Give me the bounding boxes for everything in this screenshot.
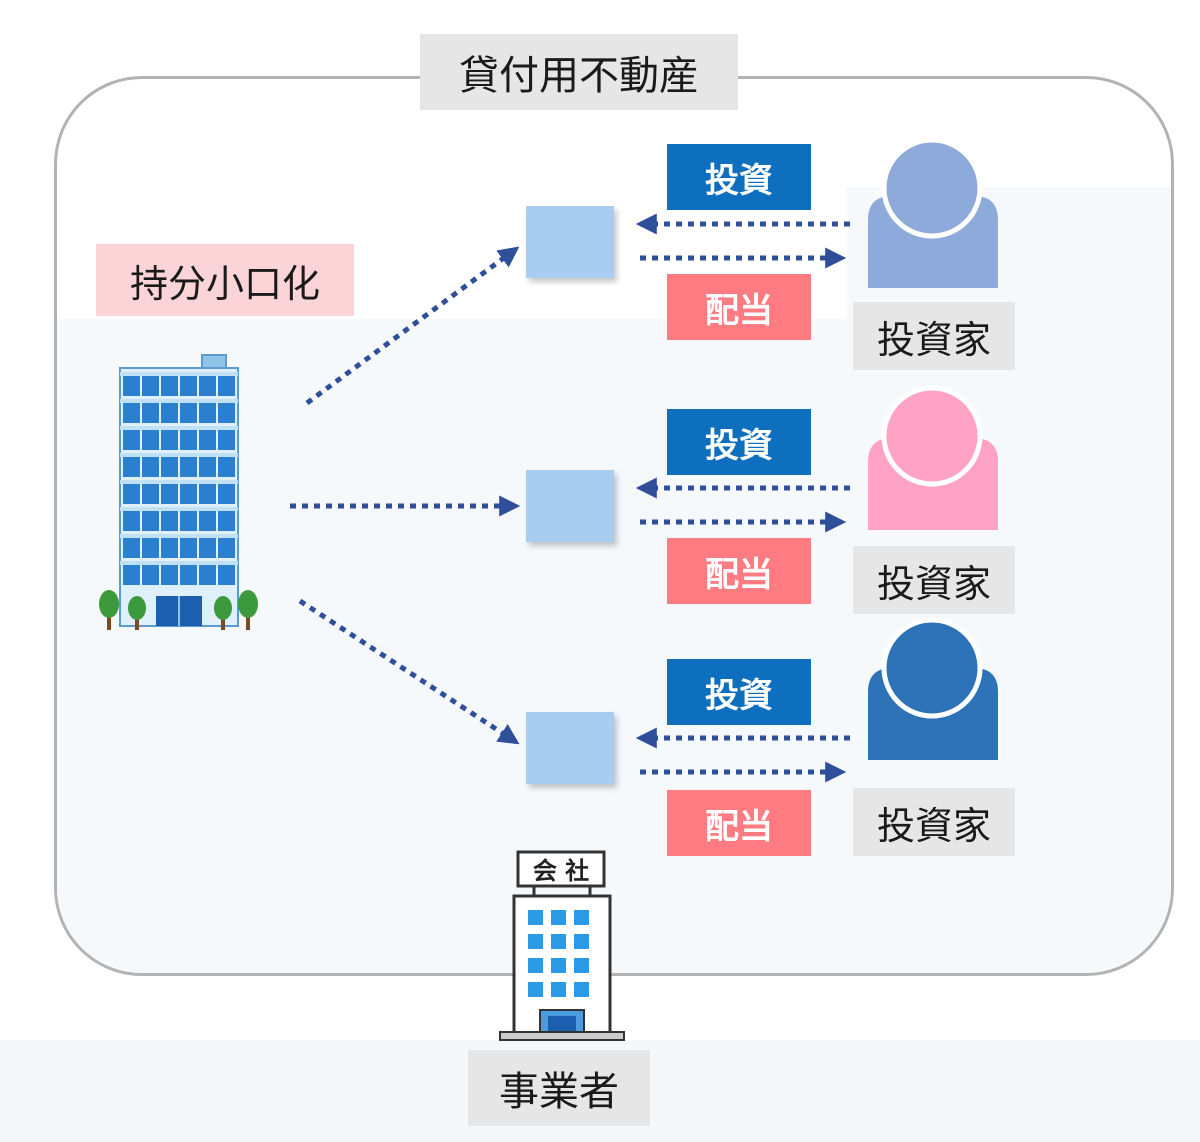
- building-window: [142, 484, 159, 504]
- rental-building-icon: [99, 354, 258, 630]
- building-window: [161, 511, 178, 531]
- building-window: [161, 430, 178, 450]
- building-window: [199, 457, 216, 477]
- building-window: [123, 538, 140, 558]
- company-window: [528, 982, 543, 997]
- building-window: [123, 376, 140, 396]
- tree-icons: [99, 590, 258, 630]
- share-box-1: [526, 206, 614, 278]
- investor-icon-3: [868, 617, 998, 760]
- building-window: [180, 430, 197, 450]
- company-window: [551, 982, 566, 997]
- fraction-label: 持分小口化: [96, 244, 354, 316]
- building-window: [218, 403, 235, 423]
- building-window: [199, 511, 216, 531]
- company-building-icon: 会 社: [499, 850, 625, 1041]
- building-window: [161, 403, 178, 423]
- building-window: [199, 565, 216, 585]
- building-window: [180, 403, 197, 423]
- investor-label-3: 投資家: [853, 788, 1015, 856]
- dividend-label-3: 配当: [667, 790, 811, 856]
- building-window: [161, 565, 178, 585]
- dividend-label-1: 配当: [667, 274, 811, 340]
- building-window: [180, 511, 197, 531]
- invest-label-3: 投資: [667, 659, 811, 725]
- share-boxes: [526, 206, 614, 784]
- building-window: [199, 403, 216, 423]
- dividend-label-2: 配当: [667, 538, 811, 604]
- building-window: [142, 565, 159, 585]
- investor-icon-1: [868, 137, 998, 288]
- building-window: [218, 538, 235, 558]
- building-window: [161, 538, 178, 558]
- invest-label-2: 投資: [667, 409, 811, 475]
- company-window: [528, 910, 543, 925]
- building-window: [161, 484, 178, 504]
- company-window: [528, 958, 543, 973]
- building-window: [180, 538, 197, 558]
- frame-tint: [57, 319, 1171, 973]
- building-window: [180, 457, 197, 477]
- building-window: [123, 565, 140, 585]
- share-box-3: [526, 712, 614, 784]
- company-window: [551, 934, 566, 949]
- fraction-arrow-top: [305, 246, 520, 406]
- building-window: [218, 457, 235, 477]
- building-window: [142, 403, 159, 423]
- company-sign-text: 会 社: [533, 857, 589, 885]
- building-window: [123, 457, 140, 477]
- building-window: [218, 376, 235, 396]
- operator-label: 事業者: [468, 1050, 650, 1126]
- company-window: [528, 934, 543, 949]
- company-window: [574, 910, 589, 925]
- building-window: [161, 376, 178, 396]
- building-window: [199, 538, 216, 558]
- building-window: [180, 484, 197, 504]
- building-window: [218, 565, 235, 585]
- company-window: [574, 982, 589, 997]
- building-window: [142, 511, 159, 531]
- company-window: [551, 958, 566, 973]
- building-window: [218, 511, 235, 531]
- building-window: [142, 538, 159, 558]
- company-window: [574, 958, 589, 973]
- building-window: [142, 430, 159, 450]
- building-window: [123, 511, 140, 531]
- building-window: [199, 484, 216, 504]
- share-box-2: [526, 470, 614, 542]
- building-window: [123, 403, 140, 423]
- rental-property-title: 貸付用不動産: [420, 34, 738, 110]
- company-windows: [528, 910, 589, 997]
- fraction-arrow-bottom: [298, 598, 520, 745]
- building-window: [180, 565, 197, 585]
- investor-icon-2: [868, 385, 998, 530]
- building-window: [123, 430, 140, 450]
- building-window: [142, 376, 159, 396]
- building-window: [218, 484, 235, 504]
- building-window: [199, 430, 216, 450]
- building-window: [142, 457, 159, 477]
- company-window: [551, 910, 566, 925]
- company-window: [574, 934, 589, 949]
- building-window: [199, 376, 216, 396]
- building-window: [180, 376, 197, 396]
- investor-label-2: 投資家: [853, 546, 1015, 614]
- building-window: [218, 430, 235, 450]
- invest-label-1: 投資: [667, 144, 811, 210]
- flow-arrows: [635, 213, 850, 783]
- fraction-arrows: [290, 246, 521, 745]
- building-window: [123, 484, 140, 504]
- investor-label-1: 投資家: [853, 302, 1015, 370]
- building-floors: [120, 372, 238, 585]
- building-window: [161, 457, 178, 477]
